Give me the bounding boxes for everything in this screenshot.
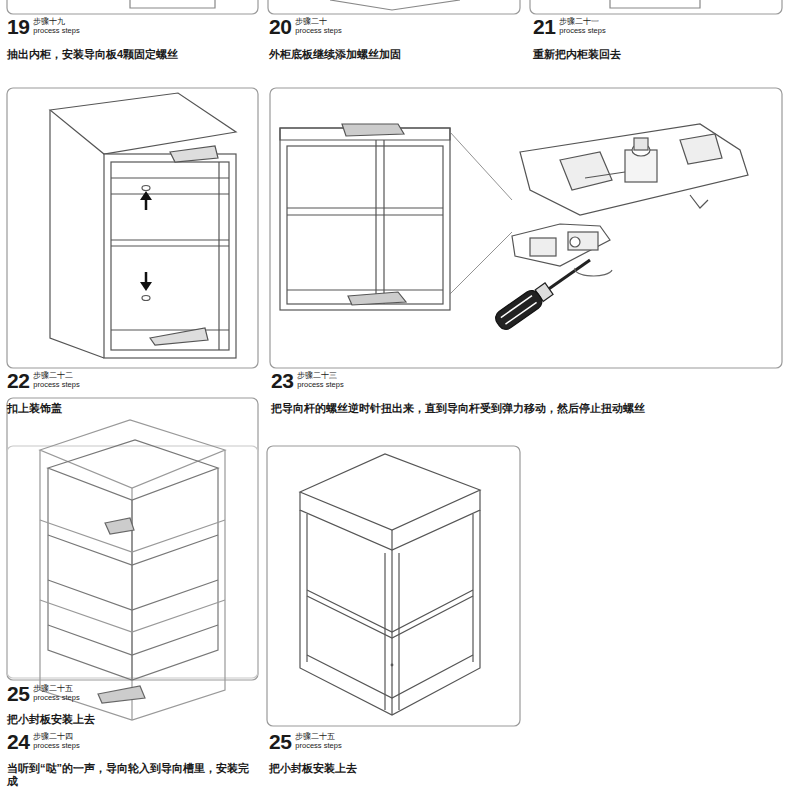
step-caption: 把小封板安装上去 bbox=[269, 762, 357, 775]
step-label: process steps bbox=[295, 27, 341, 36]
step-caption: 重新把内柜装回去 bbox=[533, 48, 621, 61]
step-panel bbox=[7, 88, 258, 368]
step-label: process steps bbox=[295, 742, 341, 751]
cabinet-edge bbox=[610, 0, 700, 8]
step-caption: 抽出内柜，安装导向板4颗固定螺丝 bbox=[7, 48, 178, 61]
step-label: process steps bbox=[33, 27, 79, 36]
cabinet-drawing bbox=[40, 420, 225, 720]
step-label: 步骤二十五 bbox=[33, 685, 73, 694]
step-number: 22 bbox=[7, 369, 29, 393]
cabinet-drawing bbox=[300, 454, 480, 715]
step-number: 25 bbox=[7, 682, 29, 706]
step-label: 步骤二十五 bbox=[295, 733, 335, 742]
step-panel bbox=[7, 398, 258, 680]
step-label: process steps bbox=[33, 694, 79, 703]
step-label: 步骤二十一 bbox=[559, 18, 599, 27]
step-label: 步骤二十二 bbox=[33, 372, 73, 381]
step-caption: 当听到“哒”的一声，导向轮入到导向槽里，安装完成 bbox=[7, 762, 259, 787]
step-caption: 扣上装饰盖 bbox=[7, 402, 62, 415]
step-label: 步骤二十 bbox=[295, 18, 327, 27]
step-caption: 外柜底板继续添加螺丝加固 bbox=[269, 48, 401, 61]
step-label: process steps bbox=[297, 381, 343, 390]
step-label: process steps bbox=[33, 381, 79, 390]
rotation-arrow bbox=[575, 268, 612, 276]
step-panel bbox=[7, 0, 258, 14]
step-number: 25 bbox=[269, 730, 291, 754]
step-number: 24 bbox=[7, 730, 29, 754]
step-number: 20 bbox=[269, 15, 291, 39]
step-number: 19 bbox=[7, 15, 29, 39]
step-caption: 把小封板安装上去 bbox=[7, 713, 95, 726]
step-panel bbox=[267, 446, 520, 726]
step-panel bbox=[270, 88, 782, 368]
guide-mechanism-detail bbox=[512, 124, 748, 266]
step-label: 步骤二十三 bbox=[297, 372, 337, 381]
step-panel bbox=[530, 0, 782, 14]
step-label: process steps bbox=[559, 27, 605, 36]
step-label: 步骤二十四 bbox=[33, 733, 73, 742]
leader-line bbox=[450, 132, 512, 294]
step-label: process steps bbox=[33, 742, 79, 751]
step-label: 步骤十九 bbox=[33, 18, 65, 27]
step-panel bbox=[268, 0, 520, 14]
step-caption: 把导向杆的螺丝逆时针扭出来，直到导向杆受到弹力移动，然后停止扭动螺丝 bbox=[271, 402, 645, 415]
cabinet-edge bbox=[130, 0, 215, 8]
cabinet-drawing bbox=[50, 93, 236, 358]
cabinet-drawing bbox=[280, 124, 450, 310]
cabinet-edge bbox=[330, 0, 460, 10]
step-number: 23 bbox=[271, 369, 293, 393]
step-number: 21 bbox=[533, 15, 555, 39]
screwdriver-symbol bbox=[493, 252, 596, 333]
